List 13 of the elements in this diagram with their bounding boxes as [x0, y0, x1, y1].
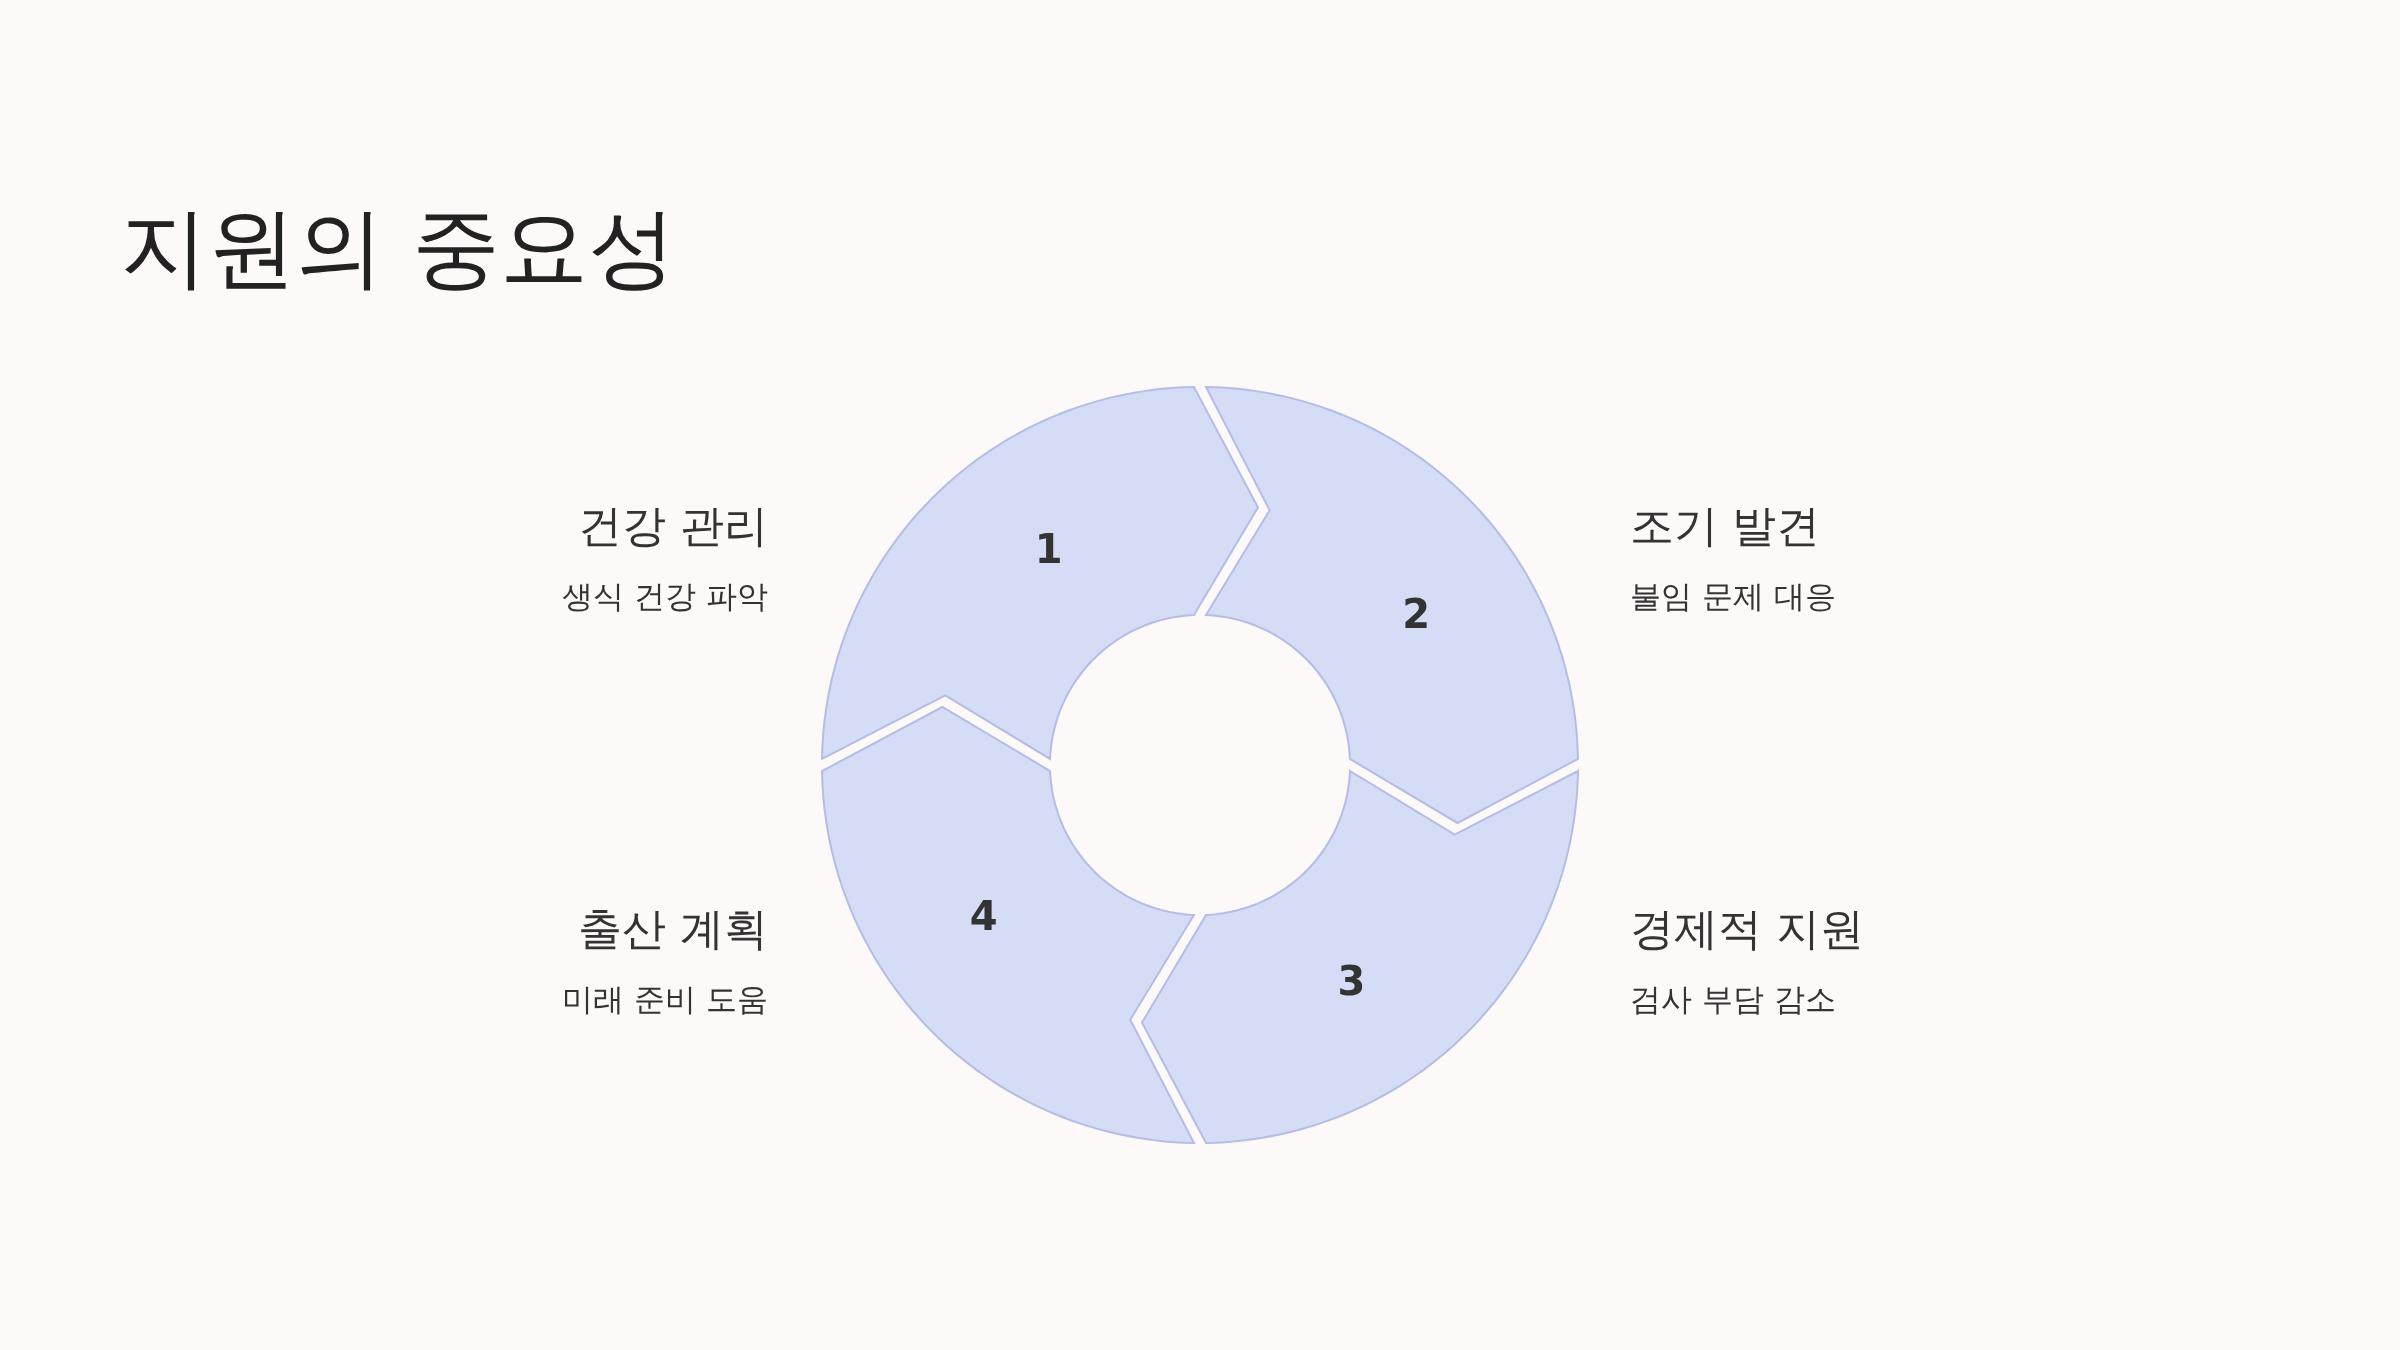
step-number: 2	[1402, 593, 1431, 634]
step-heading: 건강 관리	[578, 500, 768, 553]
step-description: 불임 문제 대응	[1630, 578, 1836, 616]
step-description: 생식 건강 파악	[562, 578, 768, 616]
step-heading: 조기 발견	[1630, 500, 1820, 553]
step-heading: 출산 계획	[578, 903, 768, 956]
title: 지원의 중요성	[120, 200, 676, 297]
step-number: 3	[1337, 961, 1366, 1002]
step-number: 4	[969, 896, 998, 937]
step-number: 1	[1034, 528, 1063, 569]
step-description: 미래 준비 도움	[562, 981, 768, 1019]
step-heading: 경제적 지원	[1630, 903, 1864, 956]
step-description: 검사 부담 감소	[1630, 981, 1836, 1019]
